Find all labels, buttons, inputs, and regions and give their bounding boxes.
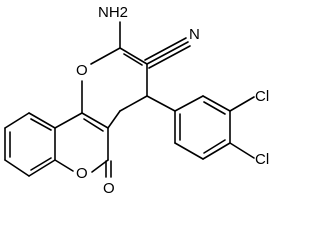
structure-drawing: NH2 N O O O Cl Cl (4, 4, 269, 197)
bond (203, 101, 226, 115)
chlorine-lower-label: Cl (255, 151, 269, 168)
bond (28, 112, 56, 129)
ring-oxygen-1-label: O (76, 62, 88, 79)
bond (144, 37, 187, 61)
bond (202, 142, 231, 160)
carbonyl-oxygen-label: O (103, 180, 115, 197)
bond (203, 139, 226, 154)
bond (119, 95, 148, 112)
molecule-canvas: NH2 N O O O Cl Cl (4, 4, 269, 197)
bond (174, 142, 204, 160)
bond-set (4, 21, 255, 178)
bond (229, 96, 255, 112)
bond (81, 112, 109, 129)
bond (146, 95, 176, 112)
bond (123, 53, 143, 66)
bond (28, 159, 56, 177)
bond (146, 41, 189, 65)
bond (119, 47, 148, 65)
bond (148, 45, 191, 69)
bond (30, 118, 52, 131)
bond (4, 159, 30, 177)
nitrile-n-label: N (189, 26, 200, 43)
bond (54, 159, 74, 172)
bond (83, 118, 104, 132)
chlorine-upper-label: Cl (255, 88, 269, 105)
bond (174, 95, 204, 112)
bond (107, 110, 121, 129)
bond (54, 112, 83, 129)
bond (229, 142, 255, 159)
bond (4, 112, 30, 129)
atom-labels: NH2 N O O O Cl Cl (76, 4, 269, 197)
amino-group-label: NH2 (98, 4, 128, 21)
bond (30, 157, 52, 171)
bond (90, 47, 121, 65)
bond (202, 95, 231, 112)
ring-oxygen-2-label: O (76, 165, 88, 182)
